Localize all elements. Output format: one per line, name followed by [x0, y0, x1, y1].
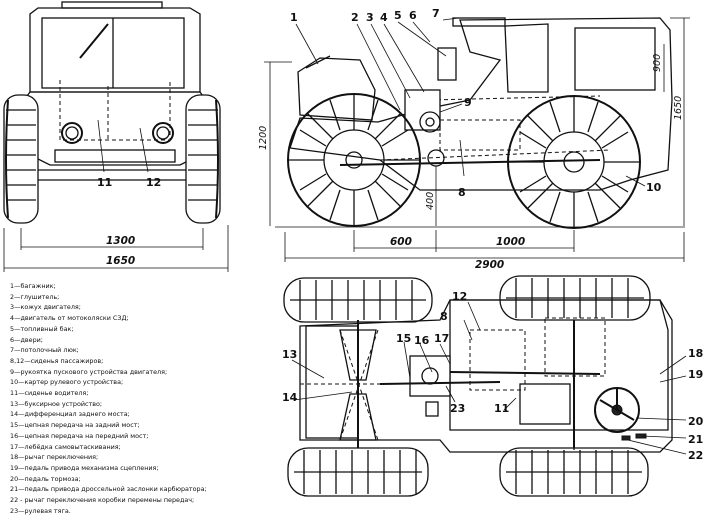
callout-front-11: 11 — [97, 176, 112, 189]
callout-plan-12: 12 — [452, 290, 467, 303]
legend-item: 20—педаль тормоза; — [10, 474, 81, 483]
callout-plan-23: 23 — [450, 402, 465, 415]
legend-item: 1—багажник; — [10, 282, 56, 290]
front-view — [3, 1, 229, 272]
callout-plan-22: 22 — [688, 449, 703, 462]
dim-front-track: 1300 — [106, 235, 135, 247]
callout-side-4: 4 — [380, 11, 388, 24]
callout-side-5: 5 — [394, 9, 402, 22]
dim-front-width: 1650 — [106, 255, 135, 267]
callout-side-3: 3 — [366, 11, 374, 24]
callout-plan-8: 8 — [440, 310, 448, 323]
legend-item: 18—рычаг переключения; — [10, 453, 99, 462]
callout-plan-20: 20 — [688, 415, 704, 428]
legend-item: 21—педаль привода дроссельной заслонки к… — [10, 485, 207, 494]
legend-item: 7—потолочный люк; — [10, 346, 79, 355]
side-view — [264, 17, 690, 262]
dim-side-600: 600 — [390, 236, 412, 248]
callout-plan-17: 17 — [434, 332, 449, 345]
dim-side-ground: 400 — [425, 192, 436, 210]
callout-side-6: 6 — [409, 9, 417, 22]
legend-item: 9—рукоятка пускового устройства двигател… — [10, 367, 168, 376]
legend-item: 23—рулевая тяга. — [10, 506, 71, 515]
parts-legend: 1—багажник; 2—глушитель; 3—кожух двигате… — [10, 281, 280, 516]
callout-side-10: 10 — [646, 181, 662, 194]
dim-side-wheelbase: 1000 — [496, 236, 525, 248]
callout-side-7: 7 — [432, 7, 440, 20]
dim-side-length: 2900 — [475, 259, 504, 271]
callout-side-2: 2 — [351, 11, 359, 24]
legend-item: 3—кожух двигателя; — [10, 303, 81, 312]
legend-item: 6—двери; — [10, 335, 43, 344]
callout-side-9: 9 — [464, 96, 472, 109]
callout-plan-16: 16 — [414, 334, 430, 347]
legend-item: 13—буксирное устройство; — [10, 399, 103, 408]
callout-side-1: 1 — [290, 11, 298, 24]
callout-plan-13: 13 — [282, 348, 297, 361]
plan-view — [283, 275, 687, 497]
dim-side-cab: 900 — [652, 54, 663, 72]
legend-item: 2—глушитель; — [10, 292, 60, 301]
callout-plan-15: 15 — [396, 332, 411, 345]
callout-plan-19: 19 — [688, 368, 703, 381]
legend-item: 14—дифференциал заднего моста; — [10, 410, 130, 419]
legend-item: 16—цепная передача на передний мост; — [10, 431, 149, 440]
legend-item: 11—сиденье водителя; — [10, 389, 89, 398]
legend-item: 5—топливный бак; — [10, 324, 74, 333]
callout-plan-21: 21 — [688, 433, 703, 446]
legend-item: 19—педаль привода механизма сцепления; — [10, 463, 159, 472]
callout-front-12: 12 — [146, 176, 161, 189]
legend-item: 15—цепная передача на задний мост; — [10, 421, 140, 430]
legend-item: 8,12—сиденья пассажиров; — [10, 356, 104, 365]
callout-plan-18: 18 — [688, 347, 703, 360]
legend-item: 4—двигатель от мотоколяски СЗД; — [10, 314, 129, 323]
callout-side-8: 8 — [458, 186, 466, 199]
dim-side-height: 1200 — [258, 126, 269, 150]
callout-plan-11: 11 — [494, 402, 509, 415]
legend-item: 22 - рычаг переключения коробки перемены… — [10, 496, 195, 505]
callout-plan-14: 14 — [282, 391, 298, 404]
legend-item: 17—лебёдка самовытаскивания; — [10, 442, 121, 451]
legend-item: 10—картер рулевого устройства; — [10, 378, 124, 387]
dim-side-total-height: 1650 — [673, 96, 684, 120]
